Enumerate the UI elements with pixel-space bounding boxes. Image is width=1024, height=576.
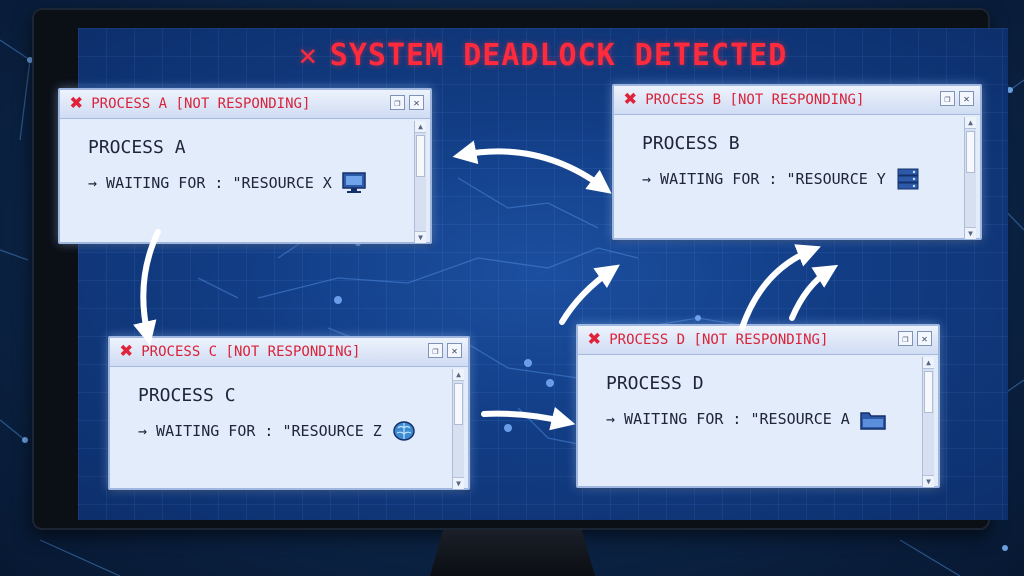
titlebar[interactable]: ✖ PROCESS D [NOT RESPONDING] ❐ ✕ [578,326,938,355]
waiting-text: → WAITING FOR : "RESOURCE X [88,174,332,192]
server-icon [897,168,919,190]
process-name: PROCESS B [642,133,740,154]
alert-text: SYSTEM DEADLOCK DETECTED [329,38,788,73]
scroll-thumb[interactable] [924,371,933,413]
window-title: PROCESS C [NOT RESPONDING] [141,344,361,360]
scroll-thumb[interactable] [454,383,463,425]
scrollbar[interactable]: ▲ ▼ [964,117,976,239]
waiting-line: → WAITING FOR : "RESOURCE Z [138,420,468,442]
window-process-c[interactable]: ✖ PROCESS C [NOT RESPONDING] ❐ ✕ PROCESS… [108,336,470,490]
scroll-down-arrow[interactable]: ▼ [923,475,934,487]
waiting-line: → WAITING FOR : "RESOURCE X [88,172,430,194]
waiting-line: → WAITING FOR : "RESOURCE Y [642,168,980,190]
waiting-text: → WAITING FOR : "RESOURCE Z [138,422,382,440]
window-title: PROCESS A [NOT RESPONDING] [91,96,311,112]
scroll-up-arrow[interactable]: ▲ [415,121,426,133]
restore-icon[interactable]: ❐ [940,91,955,106]
error-x-icon: ✖ [120,339,134,364]
close-icon[interactable]: ✕ [959,91,974,106]
close-x-icon: ✕ [298,38,318,73]
deadlock-alert-title: ✕ SYSTEM DEADLOCK DETECTED [78,38,1008,73]
process-name: PROCESS C [138,385,236,406]
scrollbar[interactable]: ▲ ▼ [922,357,934,487]
waiting-line: → WAITING FOR : "RESOURCE A [606,408,938,430]
titlebar[interactable]: ✖ PROCESS B [NOT RESPONDING] ❐ ✕ [614,86,980,115]
scroll-down-arrow[interactable]: ▼ [965,227,976,239]
titlebar[interactable]: ✖ PROCESS C [NOT RESPONDING] ❐ ✕ [110,338,468,367]
scroll-thumb[interactable] [966,131,975,173]
window-process-b[interactable]: ✖ PROCESS B [NOT RESPONDING] ❐ ✕ PROCESS… [612,84,982,240]
titlebar[interactable]: ✖ PROCESS A [NOT RESPONDING] ❐ ✕ [60,90,430,119]
close-icon[interactable]: ✕ [409,95,424,110]
window-process-a[interactable]: ✖ PROCESS A [NOT RESPONDING] ❐ ✕ PROCESS… [58,88,432,244]
restore-icon[interactable]: ❐ [898,331,913,346]
error-x-icon: ✖ [624,87,638,112]
scroll-thumb[interactable] [416,135,425,177]
waiting-text: → WAITING FOR : "RESOURCE Y [642,170,886,188]
folder-icon [860,412,886,430]
restore-icon[interactable]: ❐ [428,343,443,358]
scroll-up-arrow[interactable]: ▲ [453,369,464,381]
monitor-icon [342,172,366,193]
window-process-d[interactable]: ✖ PROCESS D [NOT RESPONDING] ❐ ✕ PROCESS… [576,324,940,488]
close-icon[interactable]: ✕ [447,343,462,358]
brain-icon [393,421,415,441]
process-name: PROCESS A [88,137,186,158]
scroll-up-arrow[interactable]: ▲ [923,357,934,369]
scrollbar[interactable]: ▲ ▼ [414,121,426,243]
error-x-icon: ✖ [70,91,84,116]
process-name: PROCESS D [606,373,704,394]
scroll-down-arrow[interactable]: ▼ [453,477,464,489]
restore-icon[interactable]: ❐ [390,95,405,110]
window-title: PROCESS B [NOT RESPONDING] [645,92,865,108]
monitor-stand [430,530,595,576]
close-icon[interactable]: ✕ [917,331,932,346]
scroll-up-arrow[interactable]: ▲ [965,117,976,129]
waiting-text: → WAITING FOR : "RESOURCE A [606,410,850,428]
error-x-icon: ✖ [588,327,602,352]
scrollbar[interactable]: ▲ ▼ [452,369,464,489]
scroll-down-arrow[interactable]: ▼ [415,231,426,243]
window-title: PROCESS D [NOT RESPONDING] [609,332,829,348]
